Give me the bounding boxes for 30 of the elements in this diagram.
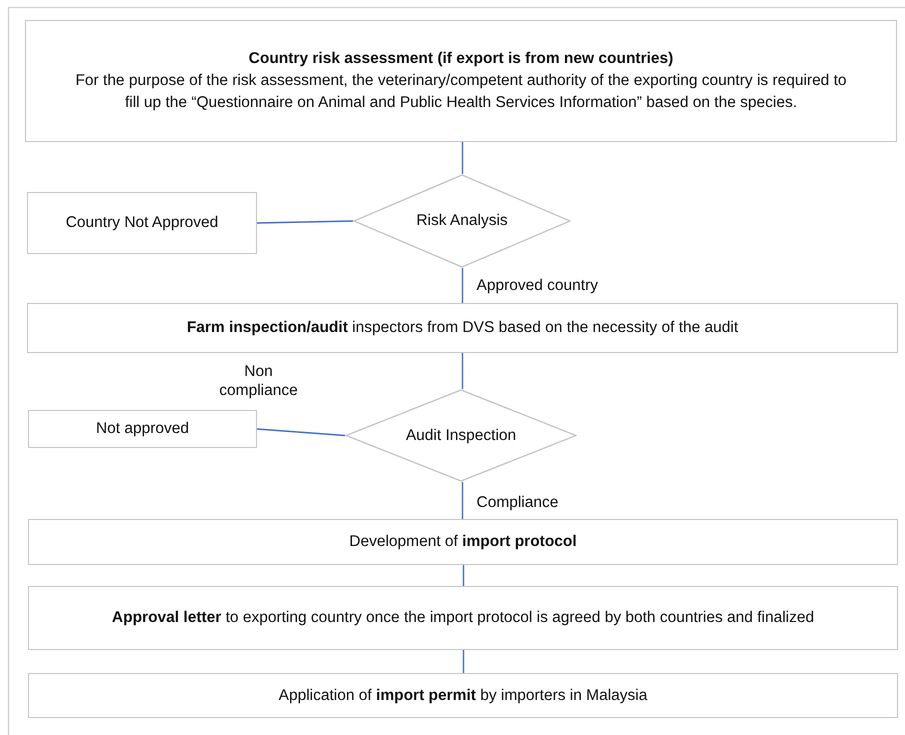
edge-label: Compliance [476, 494, 558, 512]
box-description: For the purpose of the risk assessment, the veterinary/competent authority of the exporting country is required to fill up the “Questionnaire on Animal and Public Health Services Information” based on the species. [74, 71, 848, 113]
process-box [27, 303, 898, 353]
process-box [28, 519, 898, 565]
box-label: Farm inspection/audit inspectors from DVS based on the necessity of the audit [186, 318, 738, 338]
connector-line [462, 482, 464, 519]
connector-line [462, 650, 464, 673]
box-heading: Country risk assessment (if export is from new countries) [248, 49, 674, 70]
edge-label: Approved country [476, 276, 598, 296]
connector-line [462, 353, 464, 389]
process-box [25, 20, 897, 142]
connector-line [462, 268, 464, 303]
box-label: Development of import protocol [349, 532, 577, 552]
edge-label: Non compliance [218, 363, 299, 400]
decision-diamond [345, 389, 577, 482]
process-box [28, 586, 898, 650]
process-box [27, 192, 257, 254]
connector-line [462, 565, 464, 586]
process-box [28, 673, 898, 718]
connector-line [462, 142, 464, 174]
box-label: Application of import permit by importers in Malaysia [278, 686, 648, 706]
box-label: Approval letter to exporting country once the import protocol is agreed by both countries and finalized [112, 608, 814, 628]
decision-diamond [353, 174, 571, 268]
process-box [28, 410, 257, 448]
box-label: Audit Inspection [406, 426, 516, 446]
connector-line [256, 428, 346, 436]
box-label: Not approved [96, 419, 190, 440]
box-label: Risk Analysis [416, 211, 508, 232]
box-label: Country Not Approved [66, 213, 218, 234]
connector-line [256, 220, 354, 224]
